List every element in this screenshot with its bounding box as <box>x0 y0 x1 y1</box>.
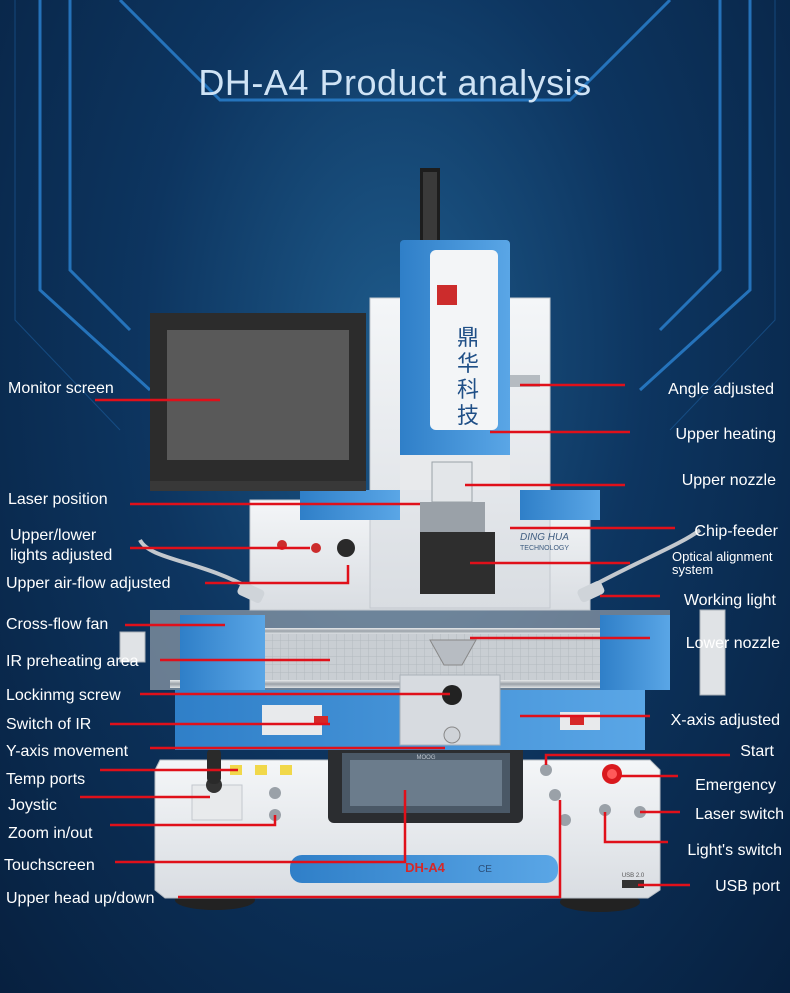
machine-base <box>154 745 661 899</box>
brand-side-name: DING HUA <box>520 532 569 543</box>
brand-side-sub: TECHNOLOGY <box>520 545 569 552</box>
label-laser-switch: Laser switch <box>695 806 784 823</box>
label-locking-screw: Lockinmg screw <box>6 687 121 704</box>
label-emergency: Emergency <box>695 777 776 794</box>
page-title: DH-A4 Product analysis <box>198 62 592 103</box>
label-air-flow: Upper air-flow adjusted <box>6 575 171 592</box>
label-x-axis: X-axis adjusted <box>670 712 780 729</box>
label-lights-switch: Light's switch <box>687 842 782 859</box>
callout-lines <box>80 383 730 899</box>
label-angle-adjusted: Angle adjusted <box>668 381 774 398</box>
brand-zh-1: 鼎华科技 <box>457 326 479 429</box>
label-lights-adjusted: Upper/lower lights adjusted <box>10 527 113 564</box>
label-zoom: Zoom in/out <box>8 825 93 842</box>
label-text: Monitor screen <box>8 380 114 397</box>
decor-frame <box>38 0 752 392</box>
label-upper-nozzle: Upper nozzle <box>681 472 776 489</box>
label-joystick: Joystic <box>8 797 57 814</box>
label-cross-flow-fan: Cross-flow fan <box>6 616 109 633</box>
label-upper-head: Upper head up/down <box>6 890 155 907</box>
monitor <box>150 313 366 491</box>
usb-mark: USB 2.0 <box>622 873 645 879</box>
label-start: Start <box>740 743 774 760</box>
label-temp-ports: Temp ports <box>6 771 86 788</box>
label-upper-heating: Upper heating <box>675 426 776 443</box>
label-lower-nozzle: Lower nozzle <box>685 635 780 652</box>
label-chip-feeder: Chip-feeder <box>694 523 778 540</box>
label-ir-preheating: IR preheating area <box>6 653 139 670</box>
model-badge: DH-A4 <box>405 860 445 875</box>
label-y-axis: Y-axis movement <box>6 743 129 760</box>
label-switch-ir: Switch of IR <box>6 716 92 733</box>
label-working-light: Working light <box>683 592 776 609</box>
label-monitor-screen: Monitor screen <box>8 379 114 398</box>
label-laser-position: Laser position <box>8 491 108 508</box>
label-usb-port: USB port <box>715 878 780 895</box>
label-touchscreen: Touchscreen <box>4 857 95 874</box>
ce-mark: CE <box>478 864 492 875</box>
label-optical-alignment: Optical alignment system <box>672 549 773 577</box>
machine-chassis <box>119 609 726 750</box>
touchscreen-logo: MOOG <box>417 755 436 761</box>
